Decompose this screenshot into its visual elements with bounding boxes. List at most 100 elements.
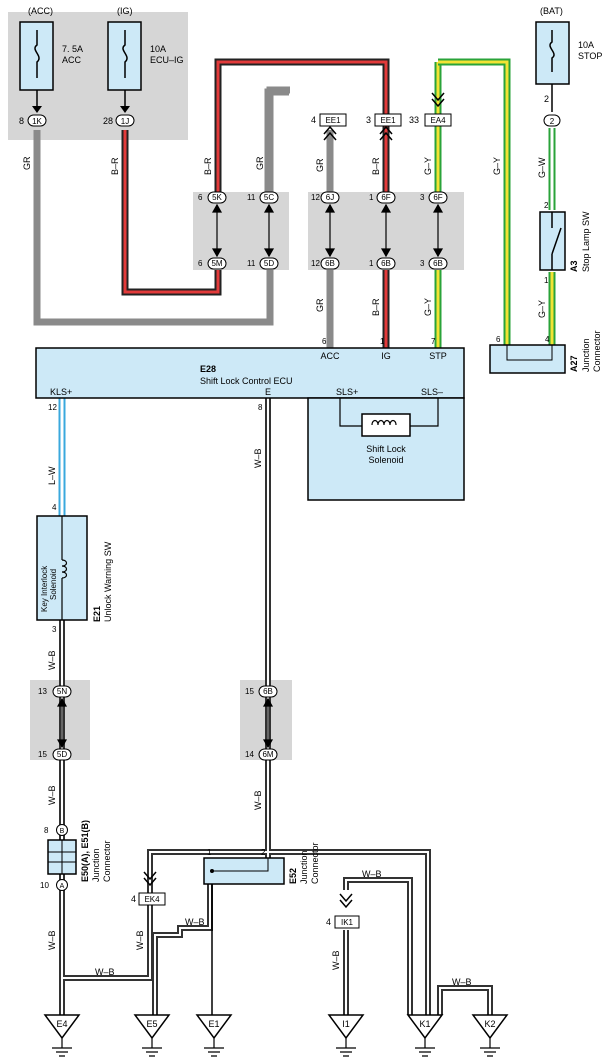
e52-junction-connector: 1 2 E52 Junction Connector bbox=[203, 842, 320, 885]
shift-lock-control-ecu: E28 Shift Lock Control ECU ACC IG STP KL… bbox=[35, 337, 465, 412]
svg-text:6B: 6B bbox=[381, 259, 391, 268]
svg-text:1: 1 bbox=[544, 276, 549, 285]
svg-text:6: 6 bbox=[198, 193, 203, 202]
svg-text:A3: A3 bbox=[569, 260, 579, 272]
svg-text:4: 4 bbox=[545, 335, 550, 344]
svg-text:Connector: Connector bbox=[592, 330, 602, 372]
svg-text:ECU–IG: ECU–IG bbox=[150, 55, 184, 65]
svg-text:(ACC): (ACC) bbox=[28, 6, 53, 16]
svg-text:6: 6 bbox=[496, 335, 501, 344]
ground-label: K2 bbox=[484, 1019, 495, 1029]
svg-text:6: 6 bbox=[198, 259, 203, 268]
svg-text:B–R: B–R bbox=[203, 157, 213, 175]
wire-labels: GR B–R B–R GR GR B–R G–Y G–Y G–W G–Y GR … bbox=[22, 156, 547, 987]
svg-text:5K: 5K bbox=[212, 193, 222, 202]
svg-text:10: 10 bbox=[40, 881, 49, 890]
svg-text:4: 4 bbox=[131, 894, 136, 904]
svg-text:2: 2 bbox=[261, 848, 266, 857]
svg-text:G–Y: G–Y bbox=[423, 157, 433, 175]
svg-text:Solenoid: Solenoid bbox=[49, 569, 58, 600]
unlock-warning-switch: 4 Key Interlock Solenoid 3 E21 Unlock Wa… bbox=[36, 503, 113, 634]
svg-text:ACC: ACC bbox=[320, 351, 340, 361]
ground-e4: E4 bbox=[43, 1014, 81, 1057]
svg-text:1K: 1K bbox=[32, 117, 42, 126]
svg-text:Junction: Junction bbox=[91, 848, 101, 882]
fuse-ig: (IG) 10A ECU–IG 28 1J bbox=[103, 6, 184, 127]
gr-wires bbox=[33, 86, 334, 348]
svg-text:33: 33 bbox=[409, 115, 419, 125]
svg-text:6F: 6F bbox=[433, 193, 442, 202]
connector-ea4: 33 EA4 bbox=[409, 92, 452, 127]
ground-e5: E5 bbox=[133, 1014, 171, 1057]
fuse-bat: (BAT) 10A STOP 2 2 bbox=[535, 6, 602, 127]
svg-text:(IG): (IG) bbox=[117, 6, 133, 16]
svg-text:Connector: Connector bbox=[310, 842, 320, 884]
svg-text:IG: IG bbox=[381, 351, 391, 361]
svg-text:E: E bbox=[265, 387, 271, 397]
svg-text:A: A bbox=[60, 883, 65, 890]
svg-text:2: 2 bbox=[544, 94, 549, 104]
svg-text:G–Y: G–Y bbox=[492, 157, 502, 175]
svg-text:8: 8 bbox=[258, 403, 263, 412]
svg-text:GR: GR bbox=[315, 158, 325, 172]
svg-text:W–B: W–B bbox=[185, 917, 205, 927]
svg-text:1: 1 bbox=[369, 193, 374, 202]
svg-text:SLS+: SLS+ bbox=[336, 387, 358, 397]
svg-text:11: 11 bbox=[247, 259, 256, 268]
svg-text:W–B: W–B bbox=[331, 950, 341, 970]
svg-text:EA4: EA4 bbox=[430, 116, 446, 125]
shift-lock-solenoid: Shift Lock Solenoid bbox=[307, 397, 465, 501]
svg-text:5N: 5N bbox=[57, 687, 67, 696]
svg-text:15: 15 bbox=[245, 687, 254, 696]
svg-text:STP: STP bbox=[429, 351, 447, 361]
ground-label: E5 bbox=[146, 1019, 157, 1029]
svg-text:E52: E52 bbox=[288, 868, 298, 884]
svg-text:4: 4 bbox=[326, 917, 331, 927]
svg-text:7. 5A: 7. 5A bbox=[62, 44, 83, 54]
svg-text:Connector: Connector bbox=[102, 840, 112, 882]
svg-text:W–B: W–B bbox=[452, 977, 472, 987]
svg-text:10A: 10A bbox=[150, 44, 166, 54]
svg-text:E50(A), E51(B): E50(A), E51(B) bbox=[80, 820, 90, 882]
svg-text:1: 1 bbox=[380, 337, 385, 346]
svg-text:Junction: Junction bbox=[299, 850, 309, 884]
svg-text:8: 8 bbox=[44, 826, 49, 835]
svg-text:3: 3 bbox=[420, 193, 425, 202]
svg-text:W–B: W–B bbox=[253, 790, 263, 810]
svg-text:G–W: G–W bbox=[537, 157, 547, 178]
svg-text:Junction: Junction bbox=[581, 338, 591, 372]
svg-text:B–R: B–R bbox=[371, 157, 381, 175]
svg-text:GR: GR bbox=[255, 156, 265, 170]
ground-label: E1 bbox=[208, 1019, 219, 1029]
stop-lamp-switch: 2 1 A3 Stop Lamp SW bbox=[539, 201, 591, 285]
svg-text:W–B: W–B bbox=[135, 930, 145, 950]
svg-text:7: 7 bbox=[431, 337, 436, 346]
svg-text:EK4: EK4 bbox=[144, 895, 160, 904]
svg-text:15: 15 bbox=[38, 750, 47, 759]
junction-pins: 6 5K 6 5M 11 5C 11 5D 12 6J 12 6B 1 6F 1… bbox=[38, 191, 448, 761]
svg-text:3: 3 bbox=[366, 115, 371, 125]
svg-text:6B: 6B bbox=[433, 259, 443, 268]
svg-text:A27: A27 bbox=[569, 355, 579, 372]
svg-text:6B: 6B bbox=[263, 687, 273, 696]
svg-text:14: 14 bbox=[245, 750, 254, 759]
svg-text:2: 2 bbox=[550, 117, 555, 126]
svg-text:8: 8 bbox=[19, 116, 24, 126]
svg-text:E28: E28 bbox=[200, 364, 216, 374]
svg-text:GR: GR bbox=[22, 156, 32, 170]
svg-text:Shift Lock: Shift Lock bbox=[366, 444, 406, 454]
svg-text:G–Y: G–Y bbox=[423, 298, 433, 316]
connector-ek4: 4 EK4 bbox=[131, 871, 166, 906]
svg-text:12: 12 bbox=[311, 193, 320, 202]
svg-text:Shift Lock Control ECU: Shift Lock Control ECU bbox=[200, 376, 293, 386]
svg-text:SLS–: SLS– bbox=[421, 387, 443, 397]
svg-text:W–B: W–B bbox=[47, 785, 57, 805]
ground-k2: K2 bbox=[471, 1014, 509, 1057]
svg-text:B: B bbox=[60, 828, 65, 835]
svg-text:GR: GR bbox=[315, 298, 325, 312]
svg-text:EE1: EE1 bbox=[380, 116, 396, 125]
connector-ee1-b: 3 EE1 bbox=[366, 113, 402, 141]
svg-text:W–B: W–B bbox=[253, 448, 263, 468]
